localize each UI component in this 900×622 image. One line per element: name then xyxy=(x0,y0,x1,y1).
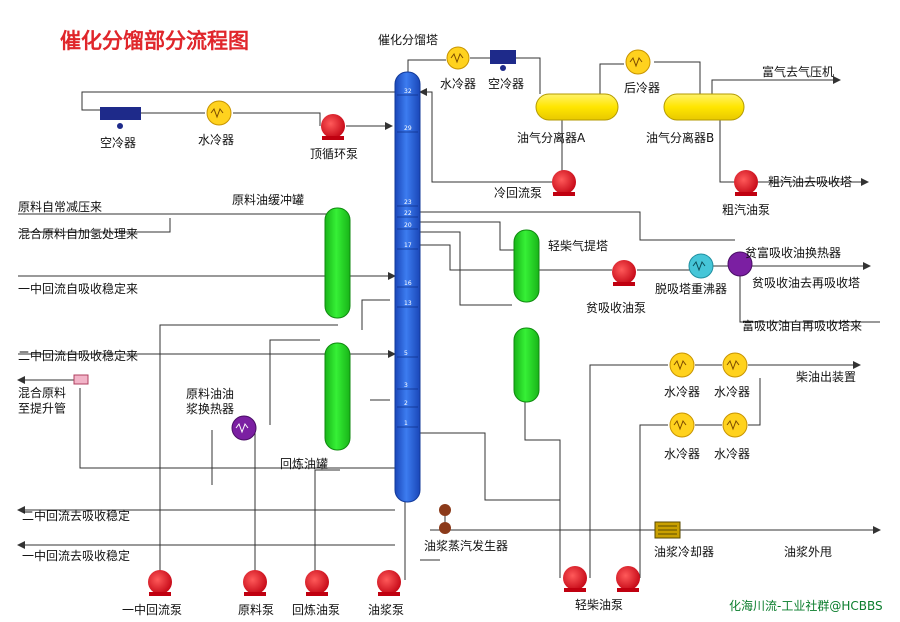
feed-slurry-exchanger: 原料油油浆换热器 xyxy=(186,387,257,441)
separator-b: 油气分离器B xyxy=(646,93,745,145)
svg-text:水冷器: 水冷器 xyxy=(440,77,476,91)
tray-number: 2 xyxy=(404,400,408,407)
tray-number: 5 xyxy=(404,350,408,357)
recycle-oil-pump: 回炼油泵 xyxy=(292,570,340,617)
svg-text:油浆外甩: 油浆外甩 xyxy=(784,544,832,559)
stream-labels: 原料自常减压来 混合原料自加氢处理来 一中回流自吸收稳定来 二中回流自吸收稳定来… xyxy=(18,64,862,563)
diesel-pump-2: 轻柴油泵 xyxy=(575,566,640,612)
svg-text:轻柴油泵: 轻柴油泵 xyxy=(575,598,623,612)
svg-text:富气去气压机: 富气去气压机 xyxy=(762,64,834,79)
svg-text:油浆泵: 油浆泵 xyxy=(368,602,404,617)
svg-text:一中回流泵: 一中回流泵 xyxy=(122,602,182,617)
svg-text:水冷器: 水冷器 xyxy=(714,385,750,399)
slurry-pump: 油浆泵 xyxy=(368,570,404,617)
page-title: 催化分馏部分流程图 xyxy=(60,29,249,53)
water-cooler-left: 水冷器 xyxy=(198,100,234,147)
svg-text:水冷器: 水冷器 xyxy=(714,447,750,461)
svg-text:粗汽油泵: 粗汽油泵 xyxy=(722,202,770,217)
recycle-oil-tank: 回炼油罐 xyxy=(280,342,351,471)
top-reflux-pump: 顶循环泵 xyxy=(310,114,358,161)
svg-text:一中回流自吸收稳定来: 一中回流自吸收稳定来 xyxy=(18,281,138,296)
svg-text:轻柴气提塔: 轻柴气提塔 xyxy=(548,238,608,253)
mixed-feed-line: 混合原料 xyxy=(18,385,66,400)
svg-text:油浆冷却器: 油浆冷却器 xyxy=(654,544,714,559)
svg-text:水冷器: 水冷器 xyxy=(664,447,700,461)
diesel-stripper: 轻柴气提塔 xyxy=(513,229,608,403)
svg-text:原料油油浆换热器: 原料油油浆换热器 xyxy=(186,387,234,416)
svg-text:富吸收油自再吸收塔来: 富吸收油自再吸收塔来 xyxy=(742,318,862,333)
after-cooler: 后冷器 xyxy=(624,49,660,95)
svg-text:油气分离器B: 油气分离器B xyxy=(646,130,714,145)
feed-pump: 原料泵 xyxy=(238,570,274,617)
watermark: 化海川流-工业社群@HCBBS xyxy=(729,598,883,613)
air-cooler-left: 空冷器 xyxy=(100,107,141,150)
tray-number: 22 xyxy=(404,210,412,217)
tray-number: 13 xyxy=(404,300,412,307)
svg-text:水冷器: 水冷器 xyxy=(198,133,234,147)
diesel-cooler-1: 水冷器 xyxy=(664,352,700,399)
svg-text:油浆蒸汽发生器: 油浆蒸汽发生器 xyxy=(424,538,508,553)
diesel-cooler-2: 水冷器 xyxy=(714,352,750,399)
svg-text:一中回流去吸收稳定: 一中回流去吸收稳定 xyxy=(22,548,130,563)
tray-number: 29 xyxy=(404,125,412,132)
column-label: 催化分馏塔 xyxy=(378,33,438,47)
diesel-cooler-4: 水冷器 xyxy=(714,412,750,461)
slurry-steam-generator: 油浆蒸汽发生器 xyxy=(424,504,508,553)
svg-text:后冷器: 后冷器 xyxy=(624,81,660,95)
crude-gasoline-pump: 粗汽油泵 xyxy=(722,170,770,217)
mixed-feed-line: 至提升管 xyxy=(18,401,66,416)
svg-text:冷回流泵: 冷回流泵 xyxy=(494,186,542,200)
svg-text:脱吸塔重沸器: 脱吸塔重沸器 xyxy=(655,281,727,296)
svg-text:顶循环泵: 顶循环泵 xyxy=(310,147,358,161)
tray-number: 20 xyxy=(404,222,412,229)
cold-reflux-pump: 冷回流泵 xyxy=(494,170,576,200)
svg-text:粗汽油去吸收塔: 粗汽油去吸收塔 xyxy=(768,174,852,189)
lean-oil-pump: 贫吸收油泵 xyxy=(586,260,646,315)
svg-text:贫富吸收油换热器: 贫富吸收油换热器 xyxy=(745,245,841,260)
svg-text:回炼油罐: 回炼油罐 xyxy=(280,456,328,471)
diesel-cooler-3: 水冷器 xyxy=(664,412,700,461)
svg-text:二中回流自吸收稳定来: 二中回流自吸收稳定来 xyxy=(18,348,138,363)
tray-number: 3 xyxy=(404,382,408,389)
svg-text:回炼油泵: 回炼油泵 xyxy=(292,602,340,617)
air-cooler-top: 空冷器 xyxy=(488,50,524,91)
piping xyxy=(17,57,881,580)
water-cooler-top: 水冷器 xyxy=(440,46,476,91)
tray-number: 16 xyxy=(404,280,412,287)
svg-text:原料泵: 原料泵 xyxy=(238,603,274,617)
tray-number: 1 xyxy=(404,420,408,427)
lean-rich-exchanger: 贫富吸收油换热器 xyxy=(727,245,841,277)
tray-number: 32 xyxy=(404,88,412,95)
slurry-cooler: 油浆冷却器 xyxy=(654,521,714,559)
separator-a: 油气分离器A xyxy=(517,93,619,145)
svg-text:水冷器: 水冷器 xyxy=(664,385,700,399)
tray-number: 23 xyxy=(404,199,412,206)
tray-number: 17 xyxy=(404,242,412,249)
svg-text:混合原料自加氢处理来: 混合原料自加氢处理来 xyxy=(18,226,138,241)
mixed-feed-label: 混合原料至提升管 xyxy=(18,385,66,416)
svg-text:原料自常减压来: 原料自常减压来 xyxy=(18,200,102,214)
svg-text:二中回流去吸收稳定: 二中回流去吸收稳定 xyxy=(22,508,130,523)
feed-buffer-tank: 原料油缓冲罐 xyxy=(232,192,351,319)
svg-text:油气分离器A: 油气分离器A xyxy=(517,130,586,145)
svg-text:原料油缓冲罐: 原料油缓冲罐 xyxy=(232,192,304,207)
svg-text:贫吸收油泵: 贫吸收油泵 xyxy=(586,300,646,315)
desorber-reboiler: 脱吸塔重沸器 xyxy=(655,253,727,296)
svg-text:柴油出装置: 柴油出装置 xyxy=(796,370,856,384)
mixer-icon xyxy=(73,374,89,385)
mid1-reflux-pump: 一中回流泵 xyxy=(122,570,182,617)
svg-text:空冷器: 空冷器 xyxy=(488,77,524,91)
svg-text:贫吸收油去再吸收塔: 贫吸收油去再吸收塔 xyxy=(752,275,860,290)
svg-text:空冷器: 空冷器 xyxy=(100,136,136,150)
diesel-pump-1 xyxy=(563,566,587,592)
